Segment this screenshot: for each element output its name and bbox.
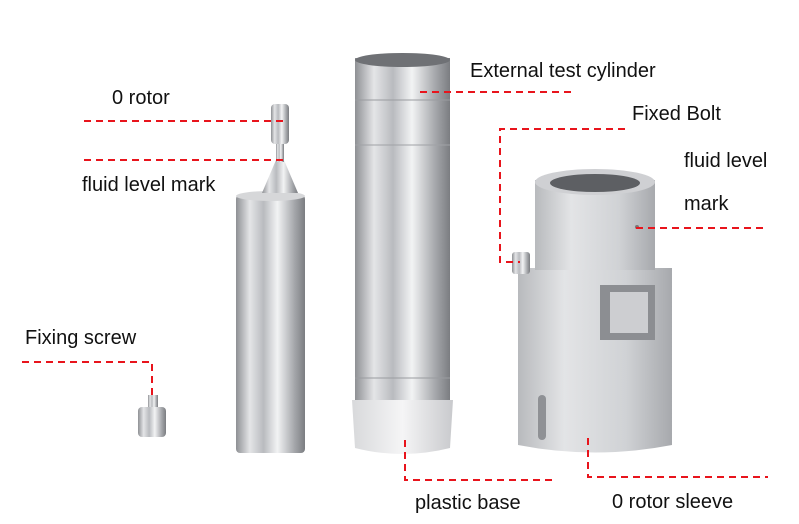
label-fluid-level-right-mark: mark [684,193,729,215]
rotor-0 [236,104,305,453]
fixed-bolt-part [512,252,530,274]
label-rotor-0-sleeve: 0 rotor sleeve [612,491,734,513]
label-external-test-cylinder: External test cylinder [470,60,656,82]
leader-rotor-sleeve [587,438,768,478]
label-fluid-level-mark-left: fluid level mark [82,174,216,196]
leader-lines [22,91,768,481]
label-fixing-screw: Fixing screw [25,327,137,349]
fixing-screw [138,395,166,437]
label-rotor-0: 0 rotor [112,87,170,109]
leader-plastic-base [404,440,555,481]
plastic-base-part [352,400,453,454]
label-plastic-base: plastic base [415,492,521,514]
rotor-0-sleeve [512,169,672,453]
external-test-cylinder [352,53,453,454]
label-fixed-bolt: Fixed Bolt [632,103,721,125]
label-fluid-level-right: fluid level [684,150,768,172]
leader-fixed-bolt [499,128,625,263]
leader-fixing-screw [22,361,153,395]
